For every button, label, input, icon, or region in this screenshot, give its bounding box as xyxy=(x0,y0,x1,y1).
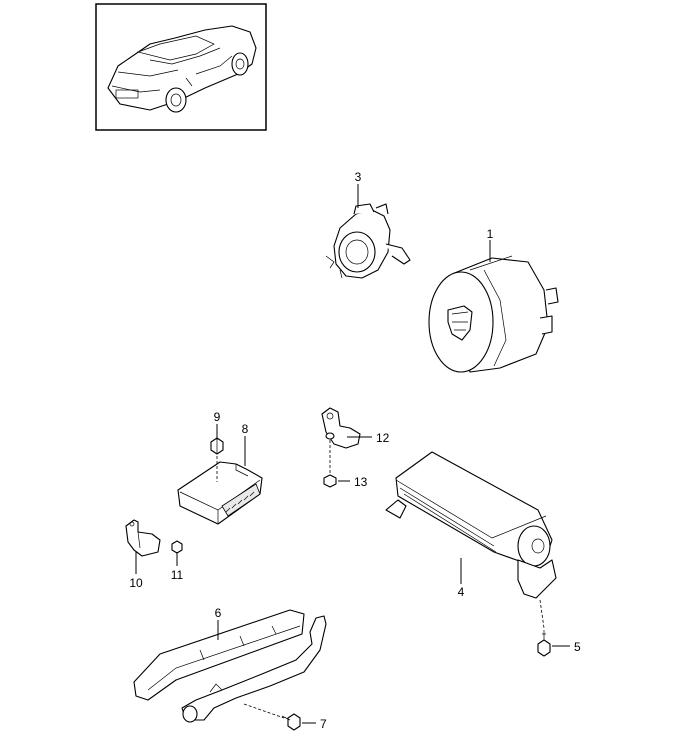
part-13-nut xyxy=(323,474,337,488)
callout-8: 8 xyxy=(242,422,249,436)
callout-3: 3 xyxy=(355,170,362,184)
callout-6: 6 xyxy=(215,606,222,620)
callout-12: 12 xyxy=(376,431,390,445)
callout-9: 9 xyxy=(214,410,221,424)
callout-13: 13 xyxy=(354,475,368,489)
part-9-nut xyxy=(210,437,224,455)
part-8-control-unit xyxy=(177,461,263,525)
callout-11: 11 xyxy=(171,568,184,582)
part-6-curtain-airbag xyxy=(133,609,327,723)
part-5-bolt xyxy=(537,630,551,657)
car-outline-icon xyxy=(107,25,257,113)
part-4-passenger-airbag xyxy=(385,451,557,599)
part-1-driver-airbag xyxy=(428,255,559,373)
part-3-clock-spring xyxy=(325,203,411,279)
callout-4: 4 xyxy=(458,585,465,599)
callout-7: 7 xyxy=(320,717,327,731)
callout-10: 10 xyxy=(129,576,143,590)
callout-5: 5 xyxy=(574,640,581,654)
part-12-sensor xyxy=(321,407,361,449)
part-10-sensor xyxy=(125,519,161,557)
callout-labels: 3 1 9 8 12 13 10 11 4 5 6 7 xyxy=(129,170,581,731)
vehicle-thumbnail xyxy=(95,3,267,131)
leader-lines xyxy=(135,184,570,724)
part-11-nut xyxy=(171,540,183,554)
part-7-bolt xyxy=(281,713,301,731)
callout-1: 1 xyxy=(487,227,494,241)
